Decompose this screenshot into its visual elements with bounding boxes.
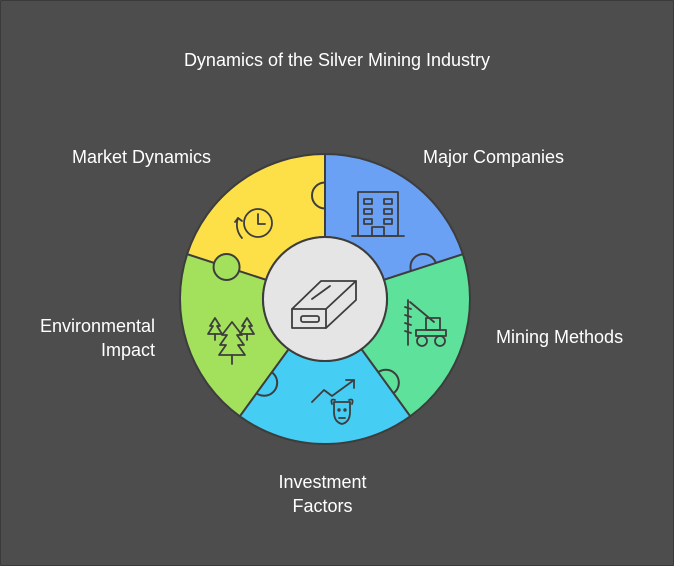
label-mining-methods: Mining Methods: [496, 325, 623, 349]
puzzle-knob: [212, 253, 241, 282]
label-line: Major Companies: [423, 147, 565, 167]
label-major-companies: Major Companies: [423, 145, 564, 169]
bull-market-icon: [311, 379, 355, 425]
center-hub: [262, 236, 388, 362]
pine-trees-icon: [207, 317, 255, 365]
label-line: Factors: [292, 496, 353, 516]
label-environmental-impact: Environmental Impact: [20, 314, 155, 362]
excavator-icon: [404, 299, 447, 347]
label-investment-factors: Investment Factors: [250, 470, 395, 518]
office-building-icon: [351, 191, 405, 237]
label-line: Market Dynamics: [72, 147, 212, 167]
clock-history-icon: [234, 208, 273, 239]
label-line: Investment: [278, 472, 367, 492]
label-market-dynamics: Market Dynamics: [72, 145, 211, 169]
diagram-title: Dynamics of the Silver Mining Industry: [183, 50, 491, 70]
label-line: Impact: [100, 340, 155, 360]
label-line: Mining Methods: [496, 327, 624, 347]
silver-bar-icon: [291, 280, 357, 329]
label-line: Environmental: [39, 316, 155, 336]
